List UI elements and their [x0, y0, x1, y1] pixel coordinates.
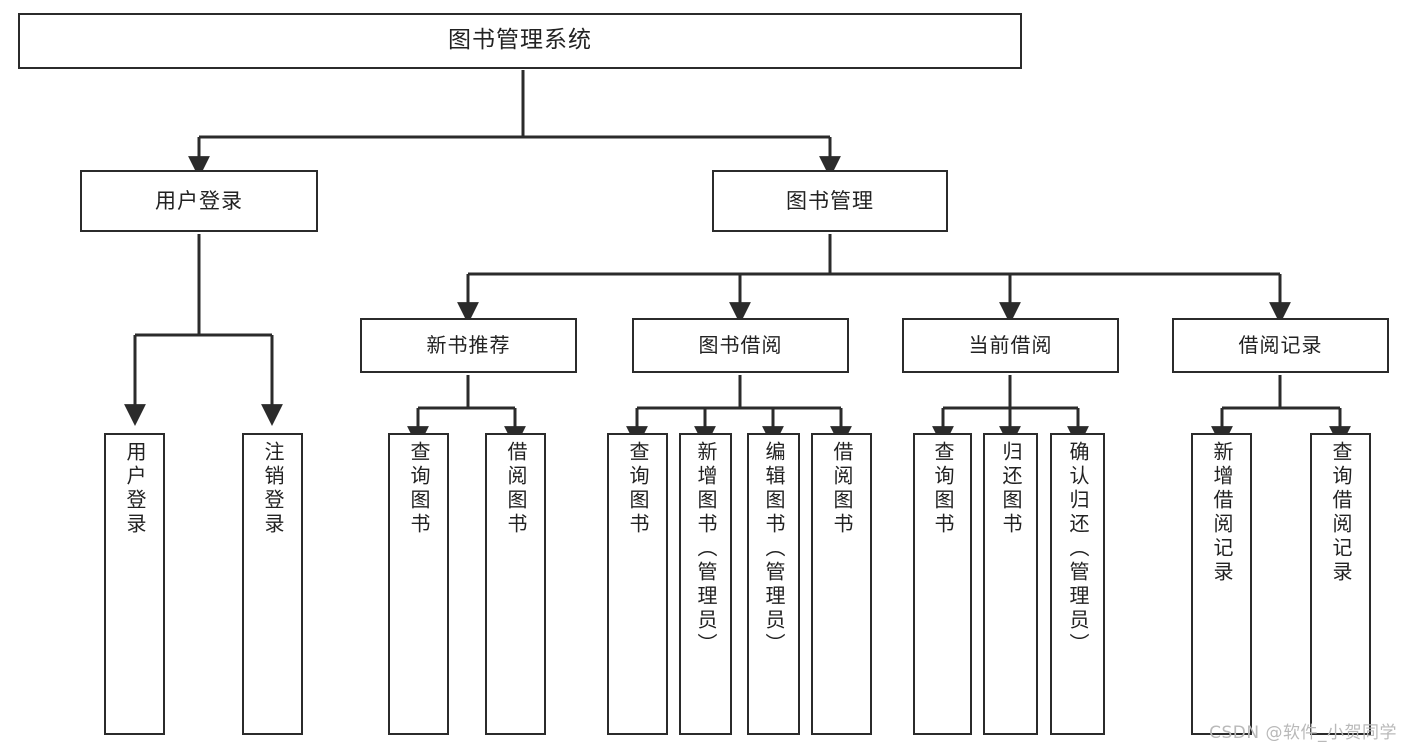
node-leaf-query-book-3[interactable]: 查询图书 — [913, 433, 972, 735]
node-book-manage[interactable]: 图书管理 — [712, 170, 948, 232]
node-root-label: 图书管理系统 — [448, 27, 592, 54]
node-leaf-query-book-1-label: 查询图书 — [407, 441, 431, 537]
node-book-manage-label: 图书管理 — [786, 188, 874, 213]
node-borrow-record-label: 借阅记录 — [1238, 332, 1323, 357]
node-leaf-confirm-return-admin-label: 确认归还（管理员） — [1066, 441, 1090, 657]
node-leaf-borrow-book-2[interactable]: 借阅图书 — [811, 433, 872, 735]
node-leaf-query-book-1[interactable]: 查询图书 — [388, 433, 449, 735]
node-leaf-add-borrow-record-label: 新增借阅记录 — [1210, 441, 1234, 585]
node-user-login-label: 用户登录 — [155, 188, 243, 213]
node-leaf-confirm-return-admin[interactable]: 确认归还（管理员） — [1050, 433, 1105, 735]
node-leaf-logout-login[interactable]: 注销登录 — [242, 433, 303, 735]
node-new-book-recommend[interactable]: 新书推荐 — [360, 318, 577, 373]
node-book-borrow[interactable]: 图书借阅 — [632, 318, 849, 373]
node-leaf-add-book-admin-label: 新增图书（管理员） — [694, 441, 718, 657]
node-new-book-recommend-label: 新书推荐 — [426, 332, 511, 357]
node-leaf-query-borrow-record-label: 查询借阅记录 — [1329, 441, 1353, 585]
node-leaf-add-book-admin[interactable]: 新增图书（管理员） — [679, 433, 732, 735]
node-leaf-user-login[interactable]: 用户登录 — [104, 433, 165, 735]
node-leaf-logout-login-label: 注销登录 — [261, 441, 285, 537]
watermark-text: CSDN @软件_小贺同学 — [1209, 723, 1397, 743]
node-book-borrow-label: 图书借阅 — [698, 332, 783, 357]
node-leaf-user-login-label: 用户登录 — [123, 441, 147, 537]
node-user-login[interactable]: 用户登录 — [80, 170, 318, 232]
node-leaf-query-book-2[interactable]: 查询图书 — [607, 433, 668, 735]
node-leaf-return-book[interactable]: 归还图书 — [983, 433, 1038, 735]
node-leaf-borrow-book-2-label: 借阅图书 — [830, 441, 854, 537]
node-leaf-query-book-3-label: 查询图书 — [931, 441, 955, 537]
node-borrow-record[interactable]: 借阅记录 — [1172, 318, 1389, 373]
node-leaf-add-borrow-record[interactable]: 新增借阅记录 — [1191, 433, 1252, 735]
node-leaf-edit-book-admin[interactable]: 编辑图书（管理员） — [747, 433, 800, 735]
node-leaf-edit-book-admin-label: 编辑图书（管理员） — [762, 441, 786, 657]
node-leaf-borrow-book-1-label: 借阅图书 — [504, 441, 528, 537]
node-leaf-query-book-2-label: 查询图书 — [626, 441, 650, 537]
node-current-borrow-label: 当前借阅 — [968, 332, 1053, 357]
node-current-borrow[interactable]: 当前借阅 — [902, 318, 1119, 373]
node-leaf-borrow-book-1[interactable]: 借阅图书 — [485, 433, 546, 735]
node-root[interactable]: 图书管理系统 — [18, 13, 1022, 69]
node-leaf-query-borrow-record[interactable]: 查询借阅记录 — [1310, 433, 1371, 735]
node-leaf-return-book-label: 归还图书 — [999, 441, 1023, 537]
